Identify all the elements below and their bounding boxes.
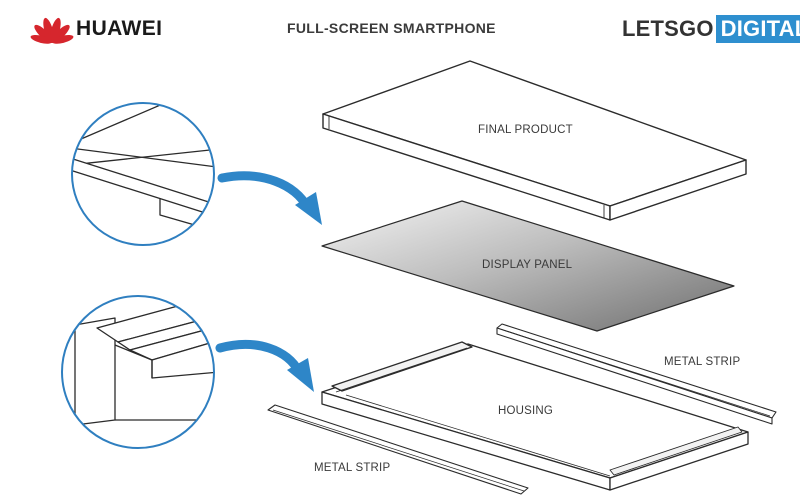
page-title: FULL-SCREEN SMARTPHONE <box>287 20 496 36</box>
arrow-top <box>217 171 322 225</box>
label-metal-strip-bottom: METAL STRIP <box>314 462 391 474</box>
arrow-bottom <box>215 340 314 392</box>
metal-strip-right <box>496 323 777 425</box>
letsgodigital-logo: LETSGO DIGITAL <box>622 15 800 43</box>
huawei-logo-icon <box>30 17 74 44</box>
label-housing: HOUSING <box>498 405 554 417</box>
label-metal-strip-right: METAL STRIP <box>664 356 741 368</box>
metal-strip-bottom <box>267 404 529 495</box>
letsgo-wordmark: LETSGO <box>622 16 714 41</box>
final-product-slab <box>322 60 747 221</box>
label-display-panel: DISPLAY PANEL <box>482 259 573 271</box>
zoom-circle-bottom <box>61 295 215 449</box>
digital-wordmark: DIGITAL <box>715 15 800 43</box>
housing-frame <box>321 341 749 491</box>
huawei-brand: HUAWEI <box>68 12 162 46</box>
label-final-product: FINAL PRODUCT <box>478 124 573 136</box>
huawei-wordmark: HUAWEI <box>76 17 163 40</box>
display-panel-sheet <box>321 200 735 332</box>
zoom-circle-top <box>71 102 215 246</box>
